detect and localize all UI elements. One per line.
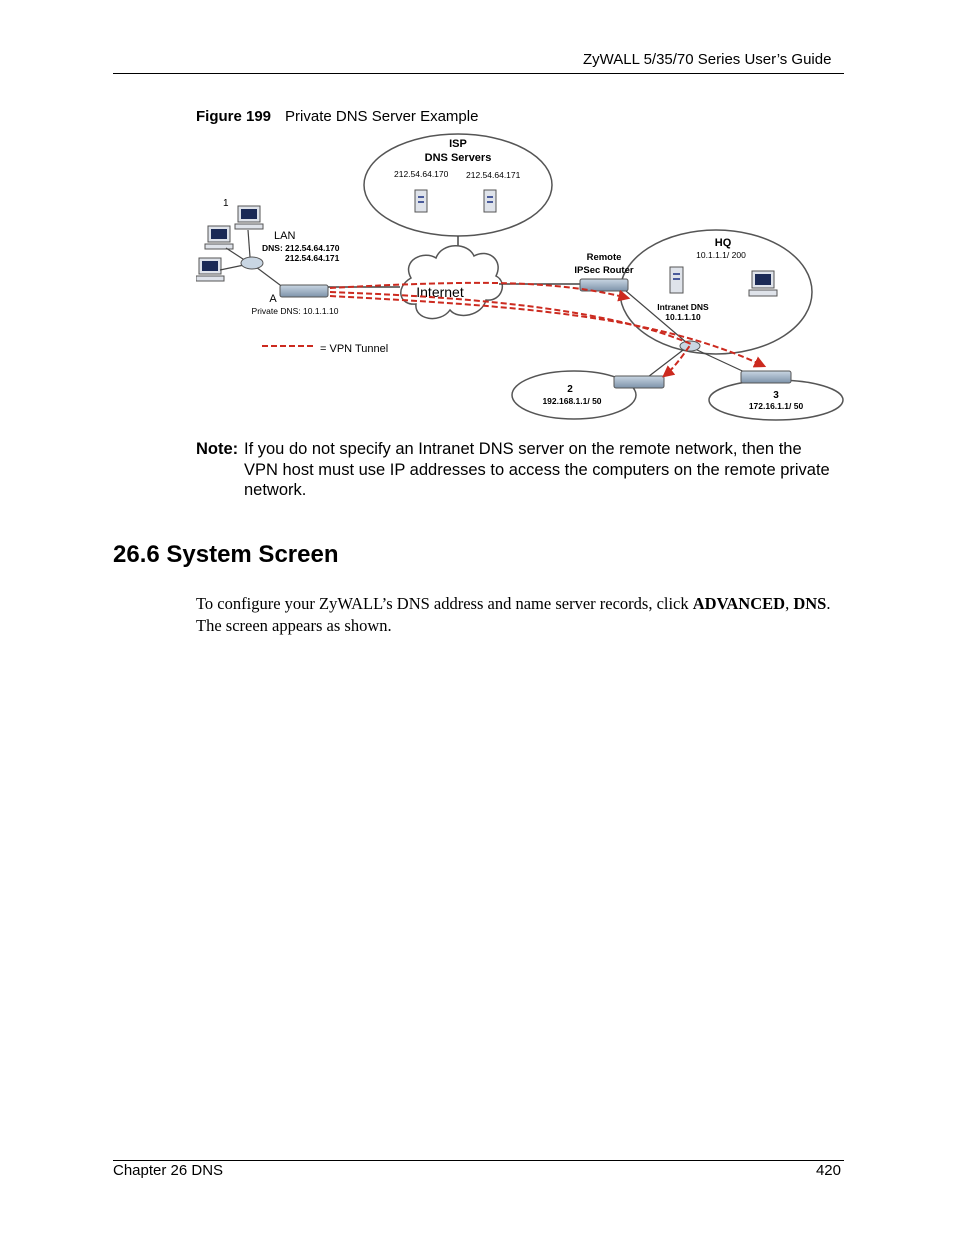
isp-dns2-ip: 212.54.64.171 — [466, 170, 521, 180]
branch2-ellipse — [511, 370, 637, 420]
isp-label: ISP — [449, 138, 467, 150]
lan-label: LAN — [274, 230, 295, 242]
branch2-number: 2 — [567, 384, 573, 395]
vpn-tunnel-to-hq — [329, 281, 631, 302]
vpn-tunnel-to-branch3 — [329, 295, 767, 368]
vpn-tunnels — [329, 281, 767, 378]
footer-page-number: 420 — [815, 1162, 841, 1179]
figure-number: Figure 199 — [196, 108, 272, 125]
section-title: 26.6 System Screen — [113, 541, 339, 568]
branch2-router-icon — [613, 375, 665, 389]
router-a-icon — [279, 284, 329, 298]
branch3-number: 3 — [773, 390, 779, 401]
branch3-router-icon — [740, 370, 792, 384]
intranet-dns-label: Intranet DNS — [657, 302, 709, 312]
dns-menu-ref: DNS — [793, 594, 827, 613]
footer-rule — [113, 1160, 844, 1161]
body-paragraph: To configure your ZyWALL’s DNS address a… — [196, 593, 836, 636]
lan-dns-primary: DNS: 212.54.64.170 — [262, 243, 340, 253]
isp-server-1-icon — [414, 189, 428, 213]
vpn-legend-label: = VPN Tunnel — [320, 343, 388, 355]
note-label: Note: — [196, 440, 239, 458]
figure-title: Private DNS Server Example — [285, 108, 479, 125]
branch3-subnet: 172.16.1.1/ 50 — [749, 401, 804, 411]
hq-label: HQ — [715, 237, 732, 249]
router-a-private-dns: Private DNS: 10.1.1.10 — [252, 306, 339, 316]
remote-switch-icon — [679, 340, 701, 352]
body-text-2: . The screen appears as shown. — [196, 594, 831, 635]
lan-computer-3-icon — [196, 257, 225, 282]
remote-label: Remote — [587, 252, 622, 263]
body-text-1: To configure your ZyWALL’s DNS address a… — [196, 594, 693, 613]
remote-ipsec-label: IPSec Router — [574, 265, 633, 276]
lan-computer-2-icon — [204, 225, 234, 250]
header-rule — [113, 73, 844, 74]
private-dns-diagram: ISP DNS Servers 212.54.64.170 212.54.64.… — [196, 133, 844, 421]
remote-ipsec-router-icon — [579, 278, 629, 292]
note-block: Note: If you do not specify an Intranet … — [196, 439, 836, 501]
figure-caption: Figure 199 Private DNS Server Example — [196, 108, 478, 125]
hq-computer-icon — [748, 270, 778, 297]
hq-subnet: 10.1.1.1/ 200 — [696, 250, 746, 260]
running-header: ZyWALL 5/35/70 Series User’s Guide — [583, 51, 832, 68]
lan-dns-secondary: 212.54.64.171 — [285, 253, 340, 263]
note-text: If you do not specify an Intranet DNS se… — [244, 440, 830, 499]
lan-switch-icon — [240, 256, 264, 270]
footer-chapter: Chapter 26 DNS — [113, 1162, 224, 1179]
body-comma: , — [785, 594, 794, 613]
internet-label: Internet — [416, 284, 464, 300]
isp-dns1-ip: 212.54.64.170 — [394, 169, 449, 179]
lan-computer-1-icon — [234, 205, 264, 230]
lan-number: 1 — [223, 198, 229, 209]
intranet-dns-ip: 10.1.1.10 — [665, 312, 701, 322]
isp-server-2-icon — [483, 189, 497, 213]
advanced-menu-ref: ADVANCED — [692, 594, 786, 613]
intranet-dns-server-icon — [669, 266, 684, 294]
router-a-label: A — [269, 293, 277, 305]
isp-dns-servers-label: DNS Servers — [425, 152, 492, 164]
branch2-subnet: 192.168.1.1/ 50 — [542, 396, 601, 406]
